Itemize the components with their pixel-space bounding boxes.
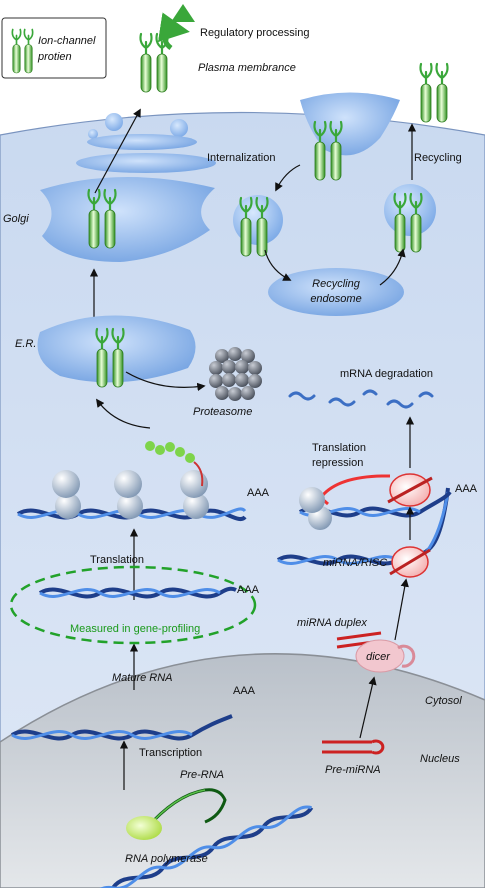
rna-polymerase <box>126 816 162 840</box>
curved-arrow-icon <box>157 12 190 51</box>
arrow-duplex-to-risc <box>394 578 409 641</box>
internalization-label: Internalization <box>207 152 276 164</box>
gene-profiling-label: Measured in gene-profiling <box>70 623 200 635</box>
mirna-risc-label: miRNA/RISC <box>323 557 387 569</box>
translation-repression-label-2: repression <box>312 457 363 469</box>
arrow-premirna-to-dicer <box>359 676 377 739</box>
golgi-label: Golgi <box>3 213 29 225</box>
dicer-label: dicer <box>366 651 391 663</box>
legend: Ion-channel protien <box>1 17 107 79</box>
er-label: E.R. <box>15 338 36 350</box>
translation-repression-label-1: Translation <box>312 442 366 454</box>
mirna-duplex-label: miRNA duplex <box>297 617 367 629</box>
ion-channel-membrane-right <box>419 62 449 124</box>
regulatory-processing-symbol <box>157 4 195 51</box>
mrna-degradation-label: mRNA degradation <box>340 368 433 380</box>
degraded-mrna-fragments <box>288 389 434 409</box>
gene-profiling-outline <box>9 565 257 645</box>
recycling-vesicle <box>384 184 436 236</box>
dicer-enzyme <box>355 639 405 673</box>
pre-mirna-hairpin <box>322 739 385 755</box>
mature-rna-label: Mature RNA <box>112 672 173 684</box>
arrow-golgi-to-membrane <box>94 108 141 194</box>
poly-a-tail-label-2: AAA <box>455 483 478 495</box>
legend-label-line1: Ion-channel <box>38 35 96 47</box>
triangle-icon <box>171 4 195 22</box>
proteasome <box>209 347 262 401</box>
regulatory-processing-label: Regulatory processing <box>200 27 309 39</box>
repressed-ribosome-upper <box>299 487 325 513</box>
arrow-endosome-to-vesicle <box>379 248 406 286</box>
poly-a-tail-label-1: AAA <box>247 487 270 499</box>
recycling-label: Recycling <box>414 152 462 164</box>
rna-polymerase-label: RNA polymerase <box>125 853 208 865</box>
recycling-endosome <box>268 268 404 316</box>
arrow-translation-to-er <box>96 398 151 429</box>
nascent-peptide-chain <box>145 441 204 487</box>
arrow-er-to-proteasome <box>125 371 206 392</box>
transcription-label: Transcription <box>139 747 202 759</box>
ribosomes <box>52 470 209 519</box>
legend-label-line2: protien <box>37 51 72 63</box>
nucleus-region <box>0 653 485 888</box>
pre-rna-label: Pre-RNA <box>180 769 224 781</box>
arrow-to-endosome <box>264 249 292 281</box>
pre-mirna-label: Pre-miRNA <box>325 764 381 776</box>
golgi-apparatus <box>40 113 216 262</box>
recycling-endosome-label-2: endosome <box>310 293 361 305</box>
internalization-pit <box>300 92 400 156</box>
arrow-internalization <box>275 164 301 192</box>
plasma-membrane-label: Plasma membrance <box>198 62 296 74</box>
cytosol-label: Cytosol <box>425 695 462 707</box>
recycling-endosome-label-1: Recycling <box>312 278 361 290</box>
repression-arrow <box>320 474 391 498</box>
poly-a-tail-label-4: AAA <box>233 685 256 697</box>
nucleus-label: Nucleus <box>420 753 460 765</box>
proteasome-label: Proteasome <box>193 406 252 418</box>
translation-label: Translation <box>90 554 144 566</box>
poly-a-tail-label-3: AAA <box>237 584 260 596</box>
